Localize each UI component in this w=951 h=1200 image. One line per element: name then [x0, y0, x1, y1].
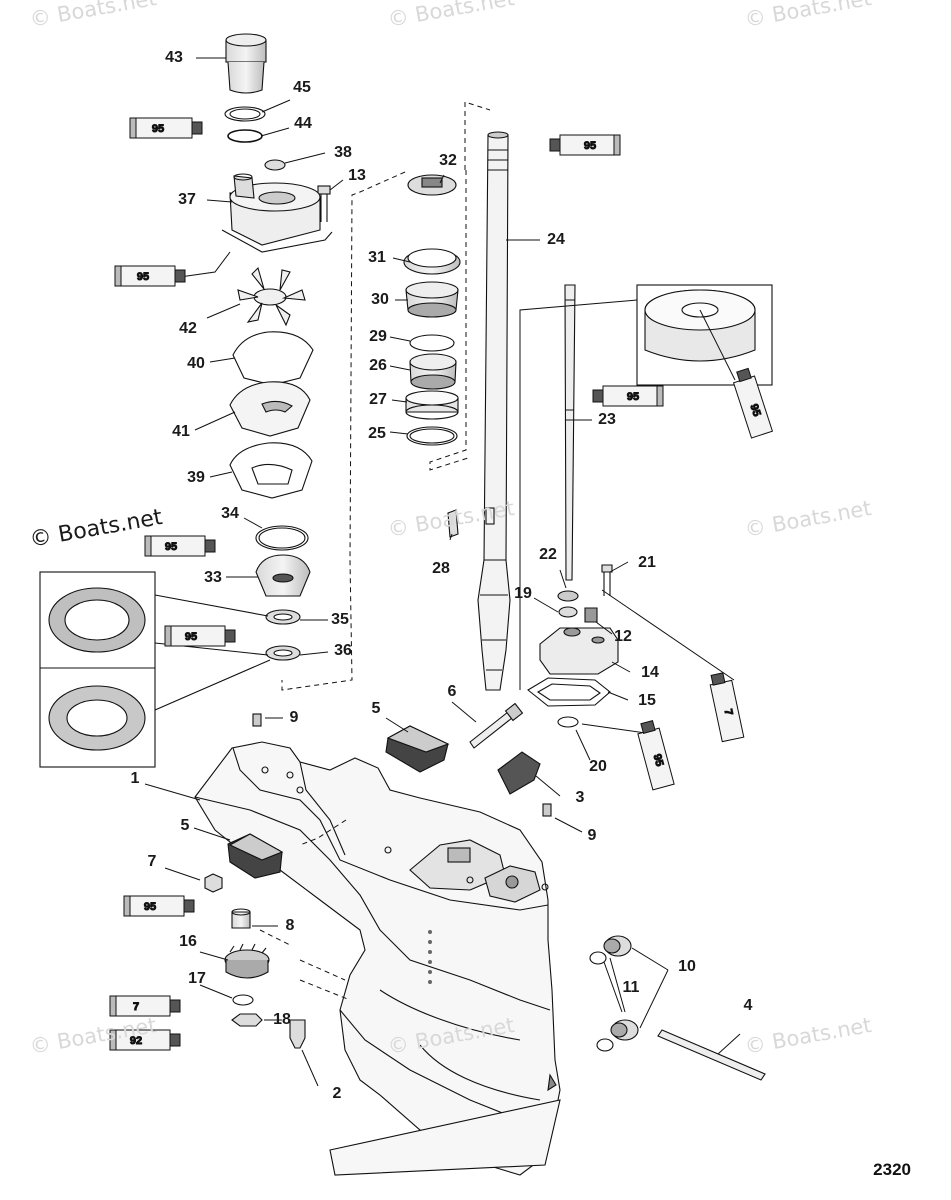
tube-t2 [549, 134, 621, 156]
callout: 29 [369, 328, 387, 345]
tube-label: 7 [722, 708, 735, 716]
tube-t8 [123, 895, 195, 917]
tube-t7 [164, 625, 236, 647]
gear-housing [194, 741, 561, 1176]
bolt-2 [289, 1019, 306, 1049]
callout: 7 [147, 853, 157, 870]
callout: 4 [743, 997, 753, 1014]
tube-t3 [114, 265, 186, 287]
callout: 42 [179, 320, 197, 337]
callout: 9 [289, 709, 299, 726]
callout: 6 [447, 683, 457, 700]
figure-number: 2320 [873, 1160, 911, 1179]
tube-t5 [732, 367, 774, 439]
callout: 27 [369, 391, 387, 408]
callout: 11 [622, 979, 640, 996]
callout: 19 [514, 585, 532, 602]
callout: 30 [371, 291, 389, 308]
callout: 23 [598, 411, 616, 428]
tube-label: 7 [133, 1001, 139, 1013]
tube-t4 [592, 385, 664, 407]
tube-t1 [129, 117, 203, 139]
tube-label: 95 [627, 391, 639, 403]
callout: 31 [368, 249, 386, 266]
tube-label: 95 [584, 140, 596, 152]
tube-t10 [709, 672, 745, 743]
tube-t12 [109, 995, 181, 1017]
callout: 17 [188, 970, 206, 987]
key-part [447, 509, 459, 538]
callout: 43 [165, 49, 183, 66]
callout: 18 [273, 1011, 291, 1028]
callout: 3 [575, 789, 585, 806]
tube-label: 92 [130, 1035, 142, 1047]
callout: 36 [334, 642, 352, 659]
bolt-6 [469, 711, 513, 749]
shift-gasket [527, 677, 611, 707]
tube-label: 95 [747, 403, 762, 418]
callout: 37 [178, 191, 196, 208]
o-ring [557, 716, 579, 728]
drain-plugs [589, 935, 639, 1052]
callout: 32 [439, 152, 457, 169]
callout: 24 [547, 231, 565, 248]
lubricant-tubes: 95 95 95 95 95 95 95 95 95 7 7 92 [109, 117, 774, 1051]
tube-t9 [637, 720, 675, 791]
callout: 26 [369, 357, 387, 374]
tube-label: 95 [185, 631, 197, 643]
callout: 38 [334, 144, 352, 161]
callout: 22 [539, 546, 557, 563]
washer [557, 590, 579, 602]
callout: 21 [638, 554, 656, 571]
callout: 12 [614, 628, 632, 645]
callout: 5 [180, 817, 190, 834]
callout: 1 [130, 770, 140, 787]
tube-label: 95 [651, 753, 666, 768]
tube-label: 95 [152, 123, 164, 135]
callout: 28 [432, 560, 450, 577]
callout: 10 [678, 958, 696, 975]
tube-label: 95 [144, 901, 156, 913]
pinion-gear [224, 943, 270, 979]
callout: 35 [331, 611, 349, 628]
bearing-stack [403, 174, 461, 446]
shift-cover [539, 627, 619, 675]
drive-shaft [477, 131, 511, 691]
callout: 16 [179, 933, 197, 950]
callout: 44 [294, 115, 312, 132]
callout: 8 [285, 917, 295, 934]
callout: 15 [638, 692, 656, 709]
shift-shaft [564, 284, 576, 581]
callout: 41 [172, 423, 190, 440]
callout: 2 [332, 1085, 342, 1102]
callout: 14 [641, 664, 659, 681]
callout: 34 [221, 505, 239, 522]
callout: 33 [204, 569, 222, 586]
cover-3 [497, 751, 541, 795]
callout: 25 [368, 425, 386, 442]
callout: 39 [187, 469, 205, 486]
tube-label: 95 [137, 271, 149, 283]
callout: 20 [589, 758, 607, 775]
callout: 13 [348, 167, 366, 184]
callout: 5 [371, 700, 381, 717]
tube-t6 [144, 535, 216, 557]
tube-t13 [109, 1029, 181, 1051]
tube-label: 95 [165, 541, 177, 553]
rod-4 [657, 1029, 766, 1081]
callout: 9 [587, 827, 597, 844]
callout: 40 [187, 355, 205, 372]
callout: 45 [293, 79, 311, 96]
seal-detail-box [39, 571, 271, 768]
water-pump-stack [221, 33, 333, 661]
